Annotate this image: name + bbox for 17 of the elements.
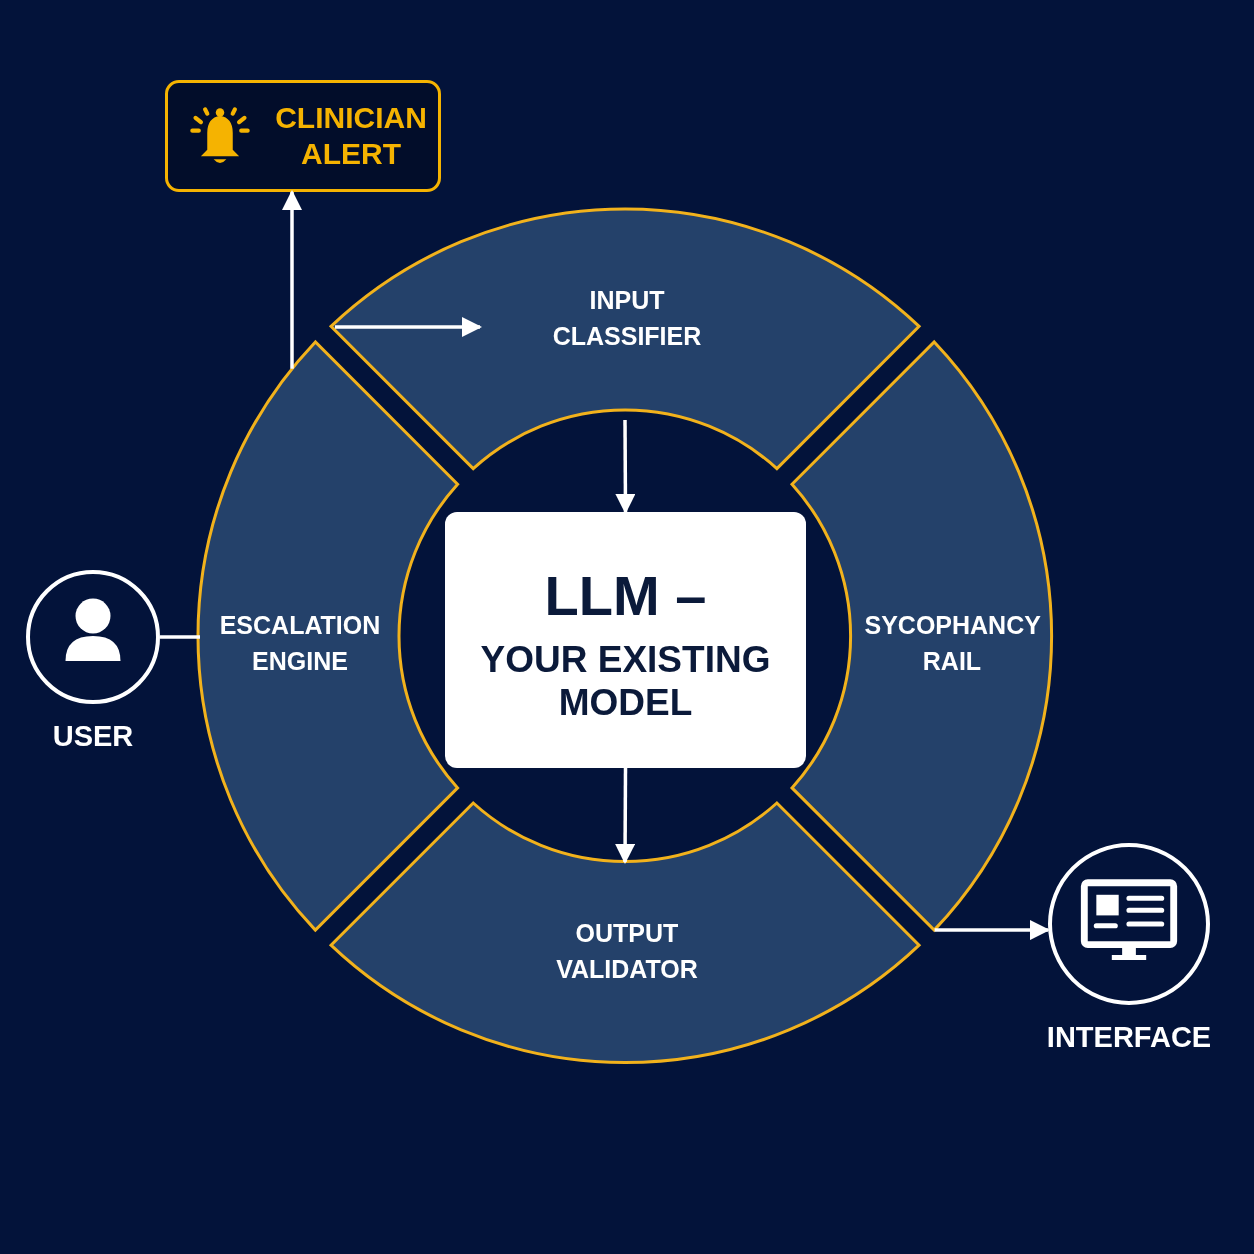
- arrow: [282, 190, 302, 369]
- node-label: USER: [52, 718, 134, 754]
- arrow: [334, 317, 482, 337]
- alert-label: CLINICIAN ALERT: [274, 100, 428, 172]
- segment-label: ESCALATION ENGINE: [218, 609, 382, 677]
- segment-label: OUTPUT VALIDATOR: [555, 917, 699, 985]
- segment-label: INPUT CLASSIFIER: [551, 284, 703, 352]
- arrow: [615, 768, 636, 864]
- segment-label: SYCOPHANCY RAIL: [864, 609, 1040, 677]
- arrow: [934, 920, 1050, 941]
- model-box: [445, 512, 806, 768]
- model-label: LLM –: [543, 563, 708, 629]
- connector-line: [160, 635, 200, 639]
- arrow: [615, 420, 636, 514]
- model-label: YOUR EXISTING MODEL: [479, 639, 772, 725]
- node-label: INTERFACE: [1046, 1019, 1212, 1055]
- alert-box: [165, 80, 441, 192]
